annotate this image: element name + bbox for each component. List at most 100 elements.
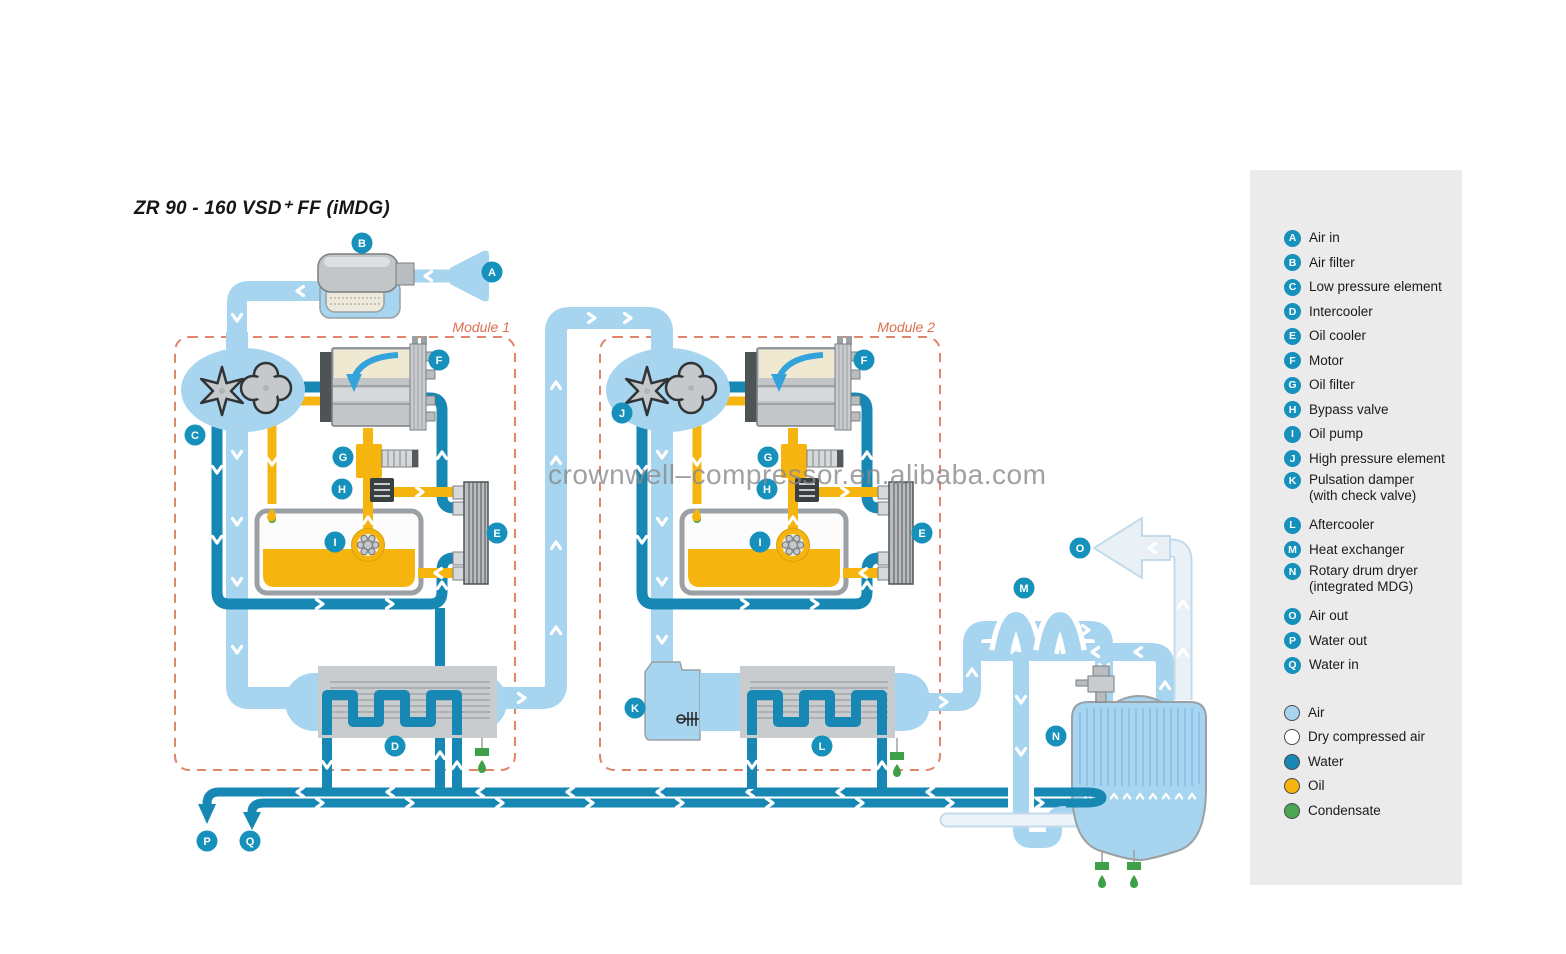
- legend-badge: E: [1284, 327, 1301, 345]
- svg-text:F: F: [436, 355, 443, 367]
- watermark: crownwell–compressor.en.alibaba.com: [548, 459, 1047, 490]
- legend-flow: Air: [1284, 701, 1462, 726]
- badge-oil-filter-2: G: [757, 446, 779, 468]
- badge-pulsation-damper: K: [624, 697, 646, 719]
- svg-text:A: A: [488, 267, 496, 279]
- water-in-arrow: [243, 812, 261, 830]
- module2-label: Module 2: [877, 319, 935, 335]
- badge-oil-filter-1: G: [332, 446, 354, 468]
- badge-oil-cooler-1: E: [486, 522, 508, 544]
- legend-flow: Condensate: [1284, 799, 1462, 824]
- badge-bypass-valve-1: H: [331, 478, 353, 500]
- legend-badge: B: [1284, 254, 1301, 272]
- legend-badge: L: [1284, 516, 1301, 534]
- check-valve-icon: [676, 712, 699, 726]
- svg-text:P: P: [203, 836, 210, 848]
- condensate-swatch: [1284, 802, 1300, 819]
- badge-air-in: A: [481, 261, 503, 283]
- svg-text:H: H: [763, 484, 771, 496]
- svg-text:O: O: [1076, 543, 1085, 555]
- legend-badge: O: [1284, 607, 1301, 625]
- svg-text:G: G: [764, 452, 773, 464]
- dry-air-out-pipe: [1092, 516, 1193, 700]
- water-swatch: [1284, 753, 1300, 770]
- svg-text:I: I: [758, 537, 761, 549]
- svg-text:H: H: [338, 484, 346, 496]
- condensate-drain: [890, 752, 904, 760]
- legend-badge: D: [1284, 303, 1301, 321]
- legend-badge: G: [1284, 376, 1301, 394]
- dry-air-swatch: [1284, 729, 1300, 746]
- air-in-funnel: [450, 250, 489, 302]
- air-to-intercooler-pipe: [226, 592, 292, 709]
- badge-heat-exchanger: M: [1013, 577, 1035, 599]
- badge-water-out: P: [196, 830, 218, 852]
- svg-text:E: E: [493, 528, 500, 540]
- svg-text:N: N: [1052, 731, 1060, 743]
- svg-text:L: L: [819, 741, 826, 753]
- intercooler-to-hp-element-pipe: [503, 307, 673, 709]
- air-out-arrow: [1092, 516, 1171, 580]
- svg-text:E: E: [918, 528, 925, 540]
- badge-motor-2: F: [853, 349, 875, 371]
- svg-text:F: F: [861, 355, 868, 367]
- legend-badge: P: [1284, 632, 1301, 650]
- rotary-drum-dryer: [1071, 665, 1207, 888]
- badge-air-filter: B: [351, 232, 373, 254]
- module1-label: Module 1: [452, 319, 510, 335]
- badge-oil-cooler-2: E: [911, 522, 933, 544]
- intercooler: [285, 666, 507, 773]
- legend-badge: M: [1284, 541, 1301, 559]
- condensate-drain: [1095, 862, 1109, 870]
- legend-badge: Q: [1284, 656, 1301, 674]
- legend-badge: A: [1284, 229, 1301, 247]
- badge-oil-pump-1: I: [324, 531, 346, 553]
- legend-flow: Water: [1284, 750, 1462, 775]
- legend-badge: J: [1284, 450, 1301, 468]
- svg-text:C: C: [191, 430, 199, 442]
- badge-aftercooler: L: [811, 735, 833, 757]
- svg-text:G: G: [339, 452, 348, 464]
- svg-text:Q: Q: [246, 836, 255, 848]
- aftercooler: [700, 666, 930, 777]
- cooling-water-lines: [198, 785, 1070, 830]
- pulsation-damper: [644, 661, 701, 741]
- legend-flow: Dry compressed air: [1284, 725, 1462, 750]
- legend-badge: N: [1284, 563, 1301, 580]
- condensate-drain: [475, 748, 489, 756]
- badge-motor-1: F: [428, 349, 450, 371]
- badge-oil-pump-2: I: [749, 531, 771, 553]
- svg-text:M: M: [1019, 583, 1028, 595]
- badge-intercooler: D: [384, 735, 406, 757]
- badge-bypass-valve-2: H: [756, 478, 778, 500]
- heat-exchanger: [916, 606, 1174, 711]
- module1-box: [174, 336, 516, 771]
- svg-text:K: K: [631, 703, 639, 715]
- badge-water-in: Q: [239, 830, 261, 852]
- legend-badge: I: [1284, 425, 1301, 443]
- svg-text:I: I: [333, 537, 336, 549]
- dryer-drive-motor: [1075, 665, 1115, 703]
- diagram-title: ZR 90 - 160 VSD⁺ FF (iMDG): [134, 198, 390, 219]
- svg-text:J: J: [619, 408, 625, 420]
- condensate-drain: [1127, 862, 1141, 870]
- badge-lp-element: C: [184, 424, 206, 446]
- legend-badge: K: [1284, 472, 1301, 489]
- water-out-arrow: [198, 804, 216, 824]
